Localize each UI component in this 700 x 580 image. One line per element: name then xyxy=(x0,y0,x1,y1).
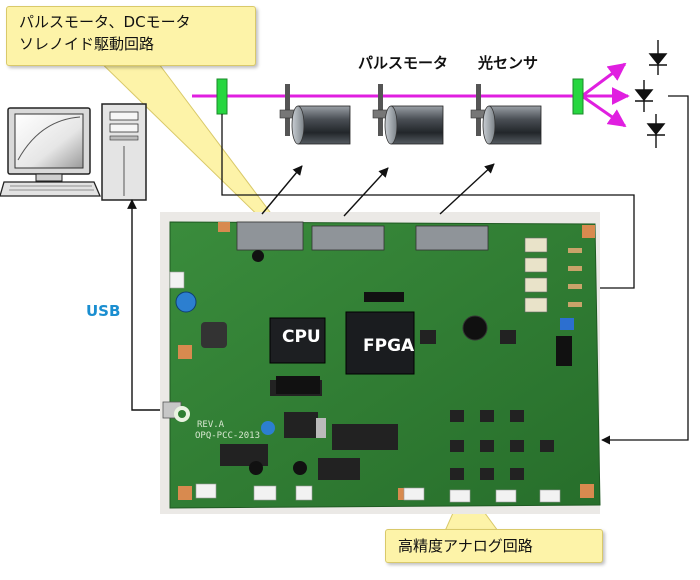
fpga-label: FPGA xyxy=(363,336,415,356)
analog-circuit-callout: 高精度アナログ回路 xyxy=(385,529,603,563)
pcb-board xyxy=(160,212,601,514)
driver-callout-line2: ソレノイド駆動回路 xyxy=(19,35,155,53)
motor-2 xyxy=(372,84,444,145)
led-icon-bottom xyxy=(646,114,666,148)
led-diode-icons xyxy=(634,40,668,148)
usb-label: USB xyxy=(86,302,121,320)
motor-drive-arrows xyxy=(261,163,495,217)
rail-branches xyxy=(581,62,630,128)
motor-3 xyxy=(470,84,542,145)
right-led-wire xyxy=(601,95,689,445)
right-sensor-block xyxy=(572,78,584,115)
driver-callout-line1: パルスモータ、DCモータ xyxy=(19,13,191,31)
usb-connection-line xyxy=(127,199,162,411)
board-revision-text: REV.A xyxy=(197,420,225,430)
motor-1 xyxy=(279,84,351,145)
pulse-motor-label: パルスモータ xyxy=(358,54,449,72)
driver-circuit-callout: パルスモータ、DCモータ ソレノイド駆動回路 xyxy=(6,6,256,66)
led-icon-top xyxy=(648,40,668,75)
cpu-label: CPU xyxy=(282,327,321,347)
computer-icon xyxy=(0,103,147,201)
optical-sensor-label: 光センサ xyxy=(478,54,539,72)
led-icon-middle xyxy=(634,80,654,112)
board-model-text: OPQ-PCC-2013 xyxy=(195,431,261,441)
left-sensor-block xyxy=(216,78,228,115)
left-sensor-wire xyxy=(221,114,635,289)
